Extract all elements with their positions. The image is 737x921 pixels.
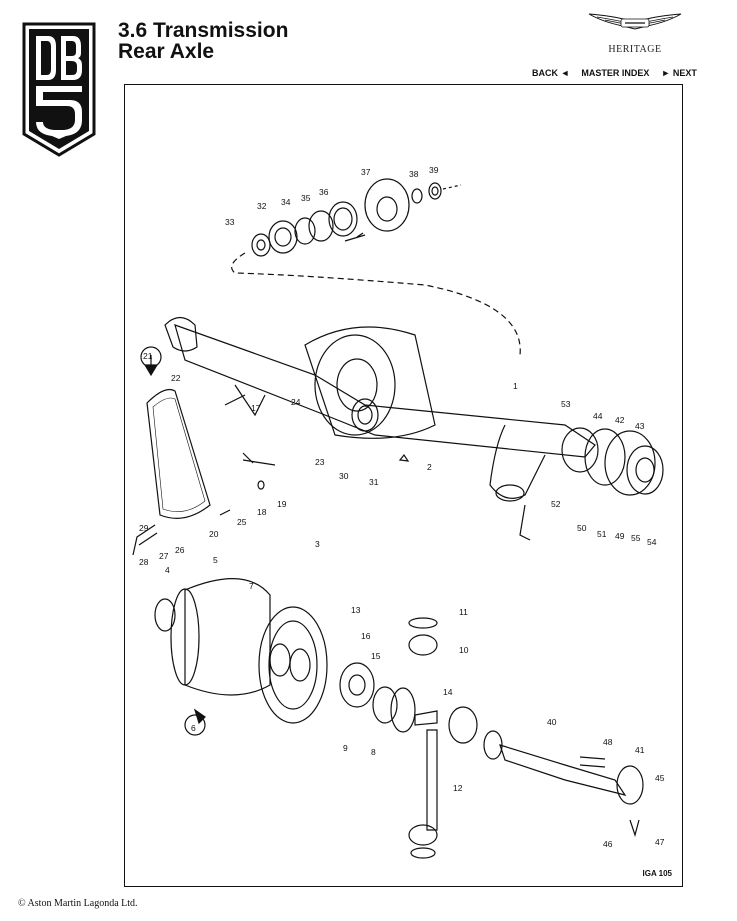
part-label-7: 7: [249, 581, 254, 591]
title-line-1: 3.6 Transmission: [118, 19, 289, 42]
aston-martin-wings-icon: [588, 13, 682, 30]
part-label-15: 15: [371, 651, 381, 661]
part-label-50: 50: [577, 523, 587, 533]
copyright-notice: © Aston Martin Lagonda Ltd.: [18, 898, 138, 909]
part-labels: 1 2 3 4 5 6 7 8 9 10 11 12 13 14 15 16 1…: [139, 165, 665, 849]
part-label-22: 22: [171, 373, 181, 383]
cover-plate: [132, 388, 276, 556]
part-label-6: 6: [191, 723, 196, 733]
rear-axle-exploded-diagram: 1 2 3 4 5 6 7 8 9 10 11 12 13 14 15 16 1…: [132, 165, 665, 859]
axle-casing: [164, 316, 664, 541]
part-label-42: 42: [615, 415, 625, 425]
part-label-26: 26: [175, 545, 185, 555]
part-label-25: 25: [237, 517, 247, 527]
part-label-17: 17: [251, 403, 261, 413]
part-label-4: 4: [165, 565, 170, 575]
master-index-link[interactable]: MASTER INDEX: [581, 68, 650, 78]
part-label-40: 40: [547, 717, 557, 727]
back-link[interactable]: BACK ◄: [532, 68, 570, 78]
part-label-48: 48: [603, 737, 613, 747]
part-label-18: 18: [257, 507, 267, 517]
part-label-47: 47: [655, 837, 665, 847]
db5-logo: [22, 22, 96, 157]
part-label-20: 20: [209, 529, 219, 539]
part-label-23: 23: [315, 457, 325, 467]
part-label-12: 12: [453, 783, 463, 793]
figure-reference: IGA 105: [642, 869, 673, 878]
page-title: 3.6 Transmission Rear Axle: [118, 20, 288, 62]
part-label-49: 49: [615, 531, 625, 541]
part-label-35: 35: [301, 193, 311, 203]
brand-badge: HERITAGE: [586, 10, 684, 68]
diagram-frame: 1 2 3 4 5 6 7 8 9 10 11 12 13 14 15 16 1…: [124, 84, 683, 887]
part-label-37: 37: [361, 167, 371, 177]
part-label-44: 44: [593, 411, 603, 421]
part-label-51: 51: [597, 529, 607, 539]
part-label-21: 21: [143, 351, 153, 361]
part-label-19: 19: [277, 499, 287, 509]
part-label-11: 11: [459, 607, 468, 617]
part-label-34: 34: [281, 197, 291, 207]
part-label-39: 39: [429, 165, 439, 175]
part-label-13: 13: [351, 605, 361, 615]
next-link[interactable]: ► NEXT: [661, 68, 697, 78]
part-label-27: 27: [159, 551, 169, 561]
part-label-31: 31: [369, 477, 379, 487]
part-label-10: 10: [459, 645, 469, 655]
part-label-55: 55: [631, 533, 641, 543]
part-label-53: 53: [561, 399, 571, 409]
navigation-bar: BACK ◄ MASTER INDEX ► NEXT: [532, 68, 697, 78]
part-label-24: 24: [291, 397, 301, 407]
part-label-28: 28: [139, 557, 149, 567]
part-label-45: 45: [655, 773, 665, 783]
brand-label: HERITAGE: [608, 44, 662, 55]
part-label-29: 29: [139, 523, 149, 533]
part-label-32: 32: [257, 201, 267, 211]
part-label-43: 43: [635, 421, 645, 431]
part-label-36: 36: [319, 187, 329, 197]
part-label-33: 33: [225, 217, 235, 227]
part-label-16: 16: [361, 631, 371, 641]
part-label-2: 2: [427, 462, 432, 472]
part-label-46: 46: [603, 839, 613, 849]
part-label-30: 30: [339, 471, 349, 481]
part-label-1: 1: [513, 381, 518, 391]
part-label-41: 41: [635, 745, 645, 755]
hub-bearing-group: [231, 178, 521, 356]
title-line-2: Rear Axle: [118, 40, 215, 63]
differential-assembly: [140, 346, 644, 859]
part-label-54: 54: [647, 537, 657, 547]
part-label-3: 3: [315, 539, 320, 549]
part-label-52: 52: [551, 499, 561, 509]
part-label-5: 5: [213, 555, 218, 565]
part-label-38: 38: [409, 169, 419, 179]
part-label-9: 9: [343, 743, 348, 753]
part-label-8: 8: [371, 747, 376, 757]
part-label-14: 14: [443, 687, 453, 697]
